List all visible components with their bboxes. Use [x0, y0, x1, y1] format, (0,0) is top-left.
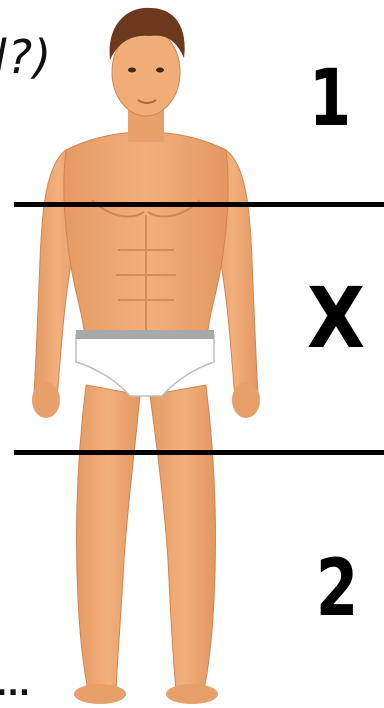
underwear-waistband: [76, 330, 214, 339]
left-leg: [76, 385, 140, 690]
caption-bottom: ...: [0, 668, 30, 703]
left-foot: [74, 684, 126, 704]
zone-label-2: 2: [310, 550, 365, 628]
right-foot: [166, 684, 218, 704]
divider-line-upper: [14, 202, 384, 207]
zone-label-x: X: [300, 276, 372, 360]
left-hand: [32, 382, 60, 418]
zone-label-1: 1: [307, 60, 354, 138]
divider-line-lower: [14, 450, 384, 455]
right-hand: [232, 382, 260, 418]
right-leg: [150, 385, 216, 690]
